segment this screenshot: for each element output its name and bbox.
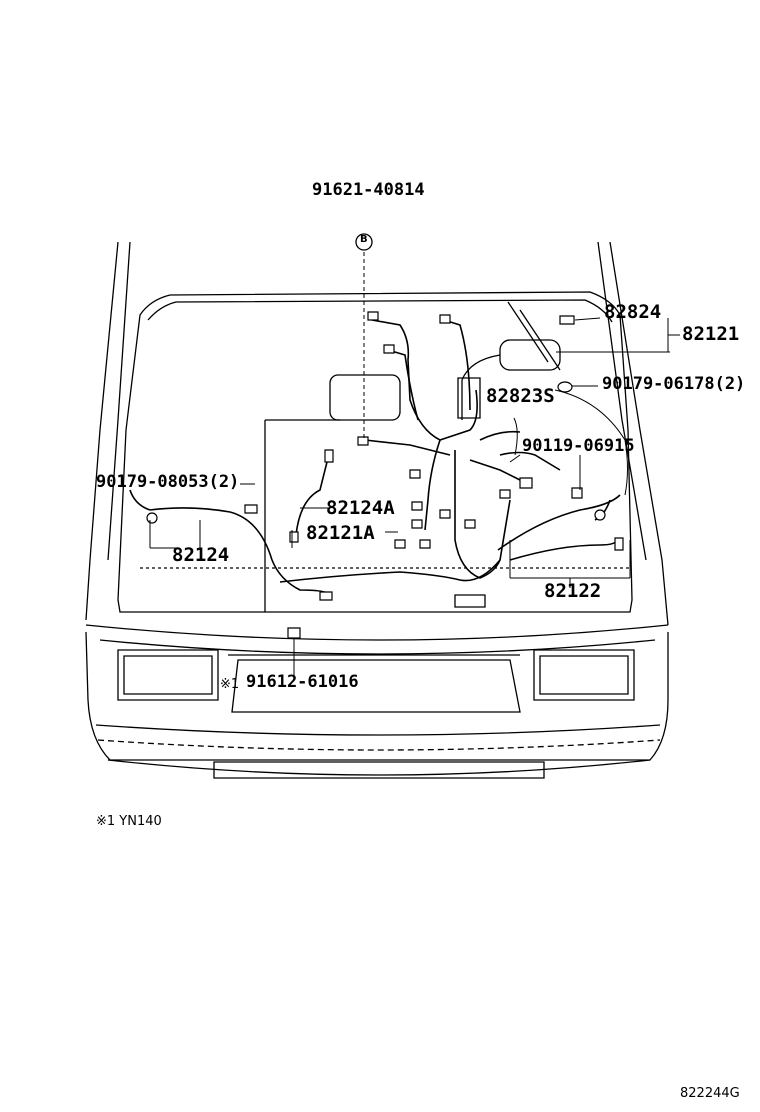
part-label-82824: 82824 [604,301,662,323]
part-label-90119-06915: 90119-06915 [522,436,635,456]
part-label-90179-06178: 90179-06178(2) [602,374,746,394]
footnote: ※1 YN140 [96,814,162,829]
leader-lines [150,252,680,678]
reference-circle-b [356,234,372,250]
part-label-82823s: 82823S [486,385,555,407]
connectors [147,312,623,638]
part-label-82122: 82122 [544,580,602,602]
engine-bay [140,302,630,612]
wiring-harness [130,320,620,596]
part-label-82121: 82121 [682,323,740,345]
vehicle-body-outline [86,242,668,778]
part-label-82121a: 82121A [306,522,375,544]
note-mark: ※1 [220,677,240,692]
part-label-90179-08053: 90179-08053(2) [96,472,240,492]
part-label-91612-61016: 91612-61016 [246,672,359,692]
part-label-91621-40814: 91621-40814 [312,180,425,200]
diagram-code: 822244G [680,1086,740,1101]
reference-b-letter: B [360,234,368,245]
part-label-82124: 82124 [172,544,230,566]
part-label-82124a: 82124A [326,497,395,519]
